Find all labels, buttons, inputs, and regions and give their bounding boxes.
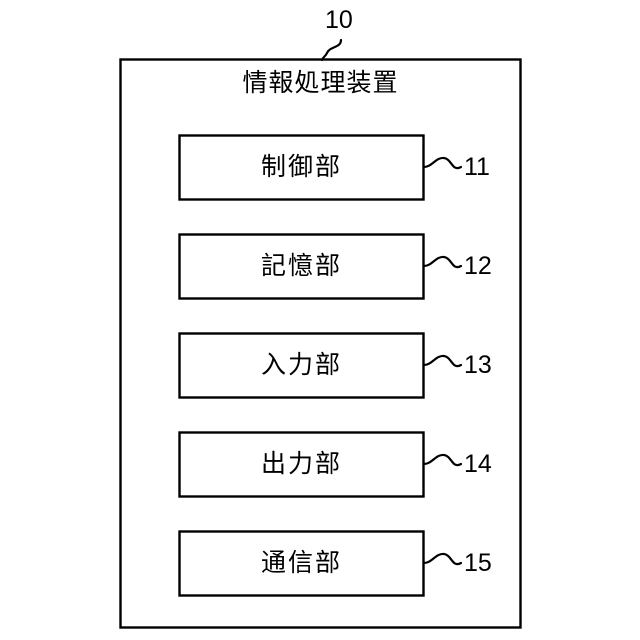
block-label-storage-unit: 記憶部: [260, 252, 342, 280]
reference-number-11: 11: [464, 153, 490, 181]
leader-line-block-5: [422, 552, 463, 566]
reference-number-13: 13: [464, 351, 492, 379]
reference-number-14: 14: [464, 450, 492, 478]
leader-line-block-1: [422, 156, 463, 170]
leader-line-block-2: [422, 255, 463, 269]
block-label-communication-unit: 通信部: [260, 549, 342, 577]
block-label-input-unit: 入力部: [260, 351, 342, 379]
leader-line-block-4: [422, 453, 463, 467]
leader-line-device: [320, 38, 343, 62]
block-label-output-unit: 出力部: [260, 450, 342, 478]
reference-number-10: 10: [325, 6, 353, 34]
block-label-control-unit: 制御部: [260, 153, 342, 181]
reference-number-12: 12: [464, 252, 492, 280]
reference-number-15: 15: [464, 549, 492, 577]
leader-line-block-3: [422, 354, 463, 368]
device-enclosure-box: [119, 58, 522, 629]
device-title: 情報処理装置: [242, 69, 399, 97]
